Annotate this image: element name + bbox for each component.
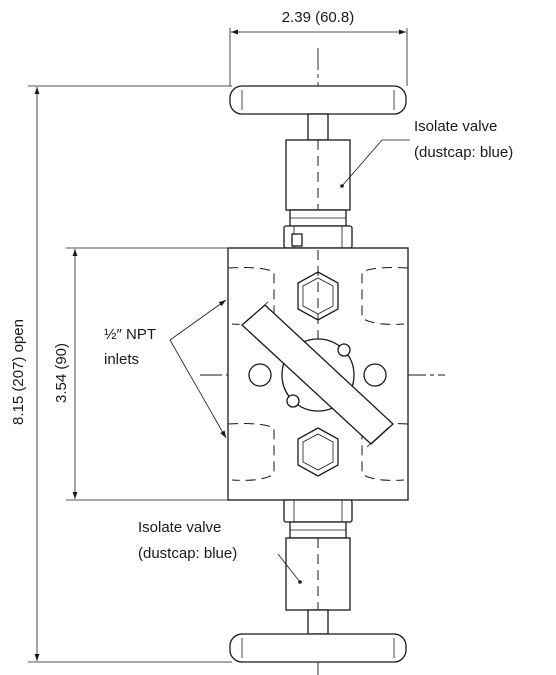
dimension-body-height: 3.54 (90)	[53, 247, 232, 501]
callout-isolate-top-line1: Isolate valve	[414, 118, 497, 135]
dimension-body-height-label: 3.54 (90)	[53, 343, 70, 403]
left-mounting-hole	[248, 363, 272, 387]
dimension-top-width-label: 2.39 (60.8)	[282, 9, 355, 26]
bottom-valve-stem	[307, 609, 329, 635]
bottom-isolate-valve-bonnet	[283, 499, 353, 611]
dimension-overall-height-label: 8.15 (207) open	[10, 319, 27, 425]
callout-isolate-top-line2: (dustcap: blue)	[414, 144, 513, 161]
callout-npt-inlets: ½″ NPT inlets	[104, 299, 227, 439]
top-t-handle	[229, 85, 407, 115]
dimension-overall-height: 8.15 (207) open	[10, 85, 232, 663]
callout-npt-line1: ½″ NPT	[104, 326, 156, 343]
equalizer-handle	[241, 301, 394, 448]
callout-isolate-valve-bottom: Isolate valve (dustcap: blue)	[138, 519, 302, 584]
callout-npt-line2: inlets	[104, 351, 139, 368]
bottom-t-handle	[229, 633, 407, 663]
callout-isolate-valve-top: Isolate valve (dustcap: blue)	[340, 118, 513, 188]
top-isolate-valve-bonnet	[283, 139, 353, 249]
top-valve-stem	[307, 113, 329, 141]
callout-isolate-bottom-line1: Isolate valve	[138, 519, 221, 536]
lower-hex-plug	[297, 427, 339, 477]
callout-isolate-bottom-line2: (dustcap: blue)	[138, 545, 237, 562]
right-mounting-hole	[363, 363, 387, 387]
upper-hex-plug	[297, 250, 339, 340]
manifold-body	[227, 247, 409, 501]
inlet-port-top-right	[361, 267, 409, 325]
inlet-port-bottom-left	[227, 423, 275, 481]
dimension-top-width: 2.39 (60.8)	[229, 9, 408, 86]
